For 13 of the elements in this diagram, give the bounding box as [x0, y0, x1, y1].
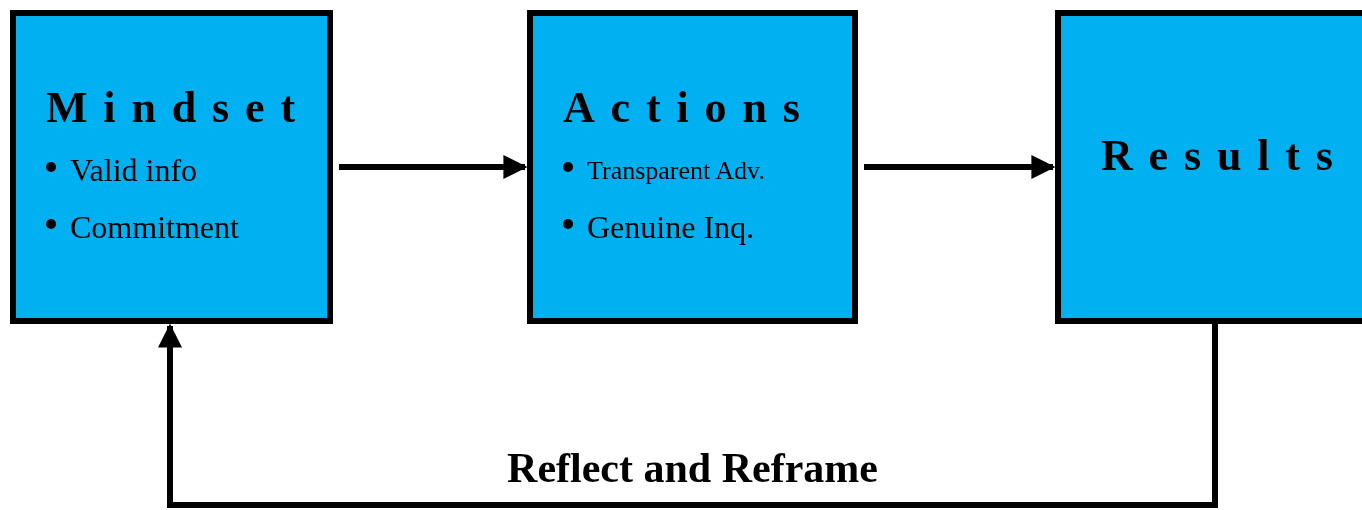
process-box — [10, 10, 333, 324]
arrow — [864, 155, 1056, 179]
bullet-text: Valid info — [70, 152, 198, 189]
bullet-text: Commitment — [70, 209, 239, 246]
box-heading: Mindset — [46, 86, 312, 130]
arrow — [339, 155, 528, 179]
process-box — [527, 10, 858, 324]
box-heading: Actions — [563, 86, 817, 130]
box-heading: Results — [1101, 134, 1350, 178]
arrow — [158, 323, 1218, 508]
bullet-text: Transparent Adv. — [587, 155, 765, 186]
process-box — [1055, 10, 1362, 324]
bullet-text: Genuine Inq. — [587, 209, 755, 246]
